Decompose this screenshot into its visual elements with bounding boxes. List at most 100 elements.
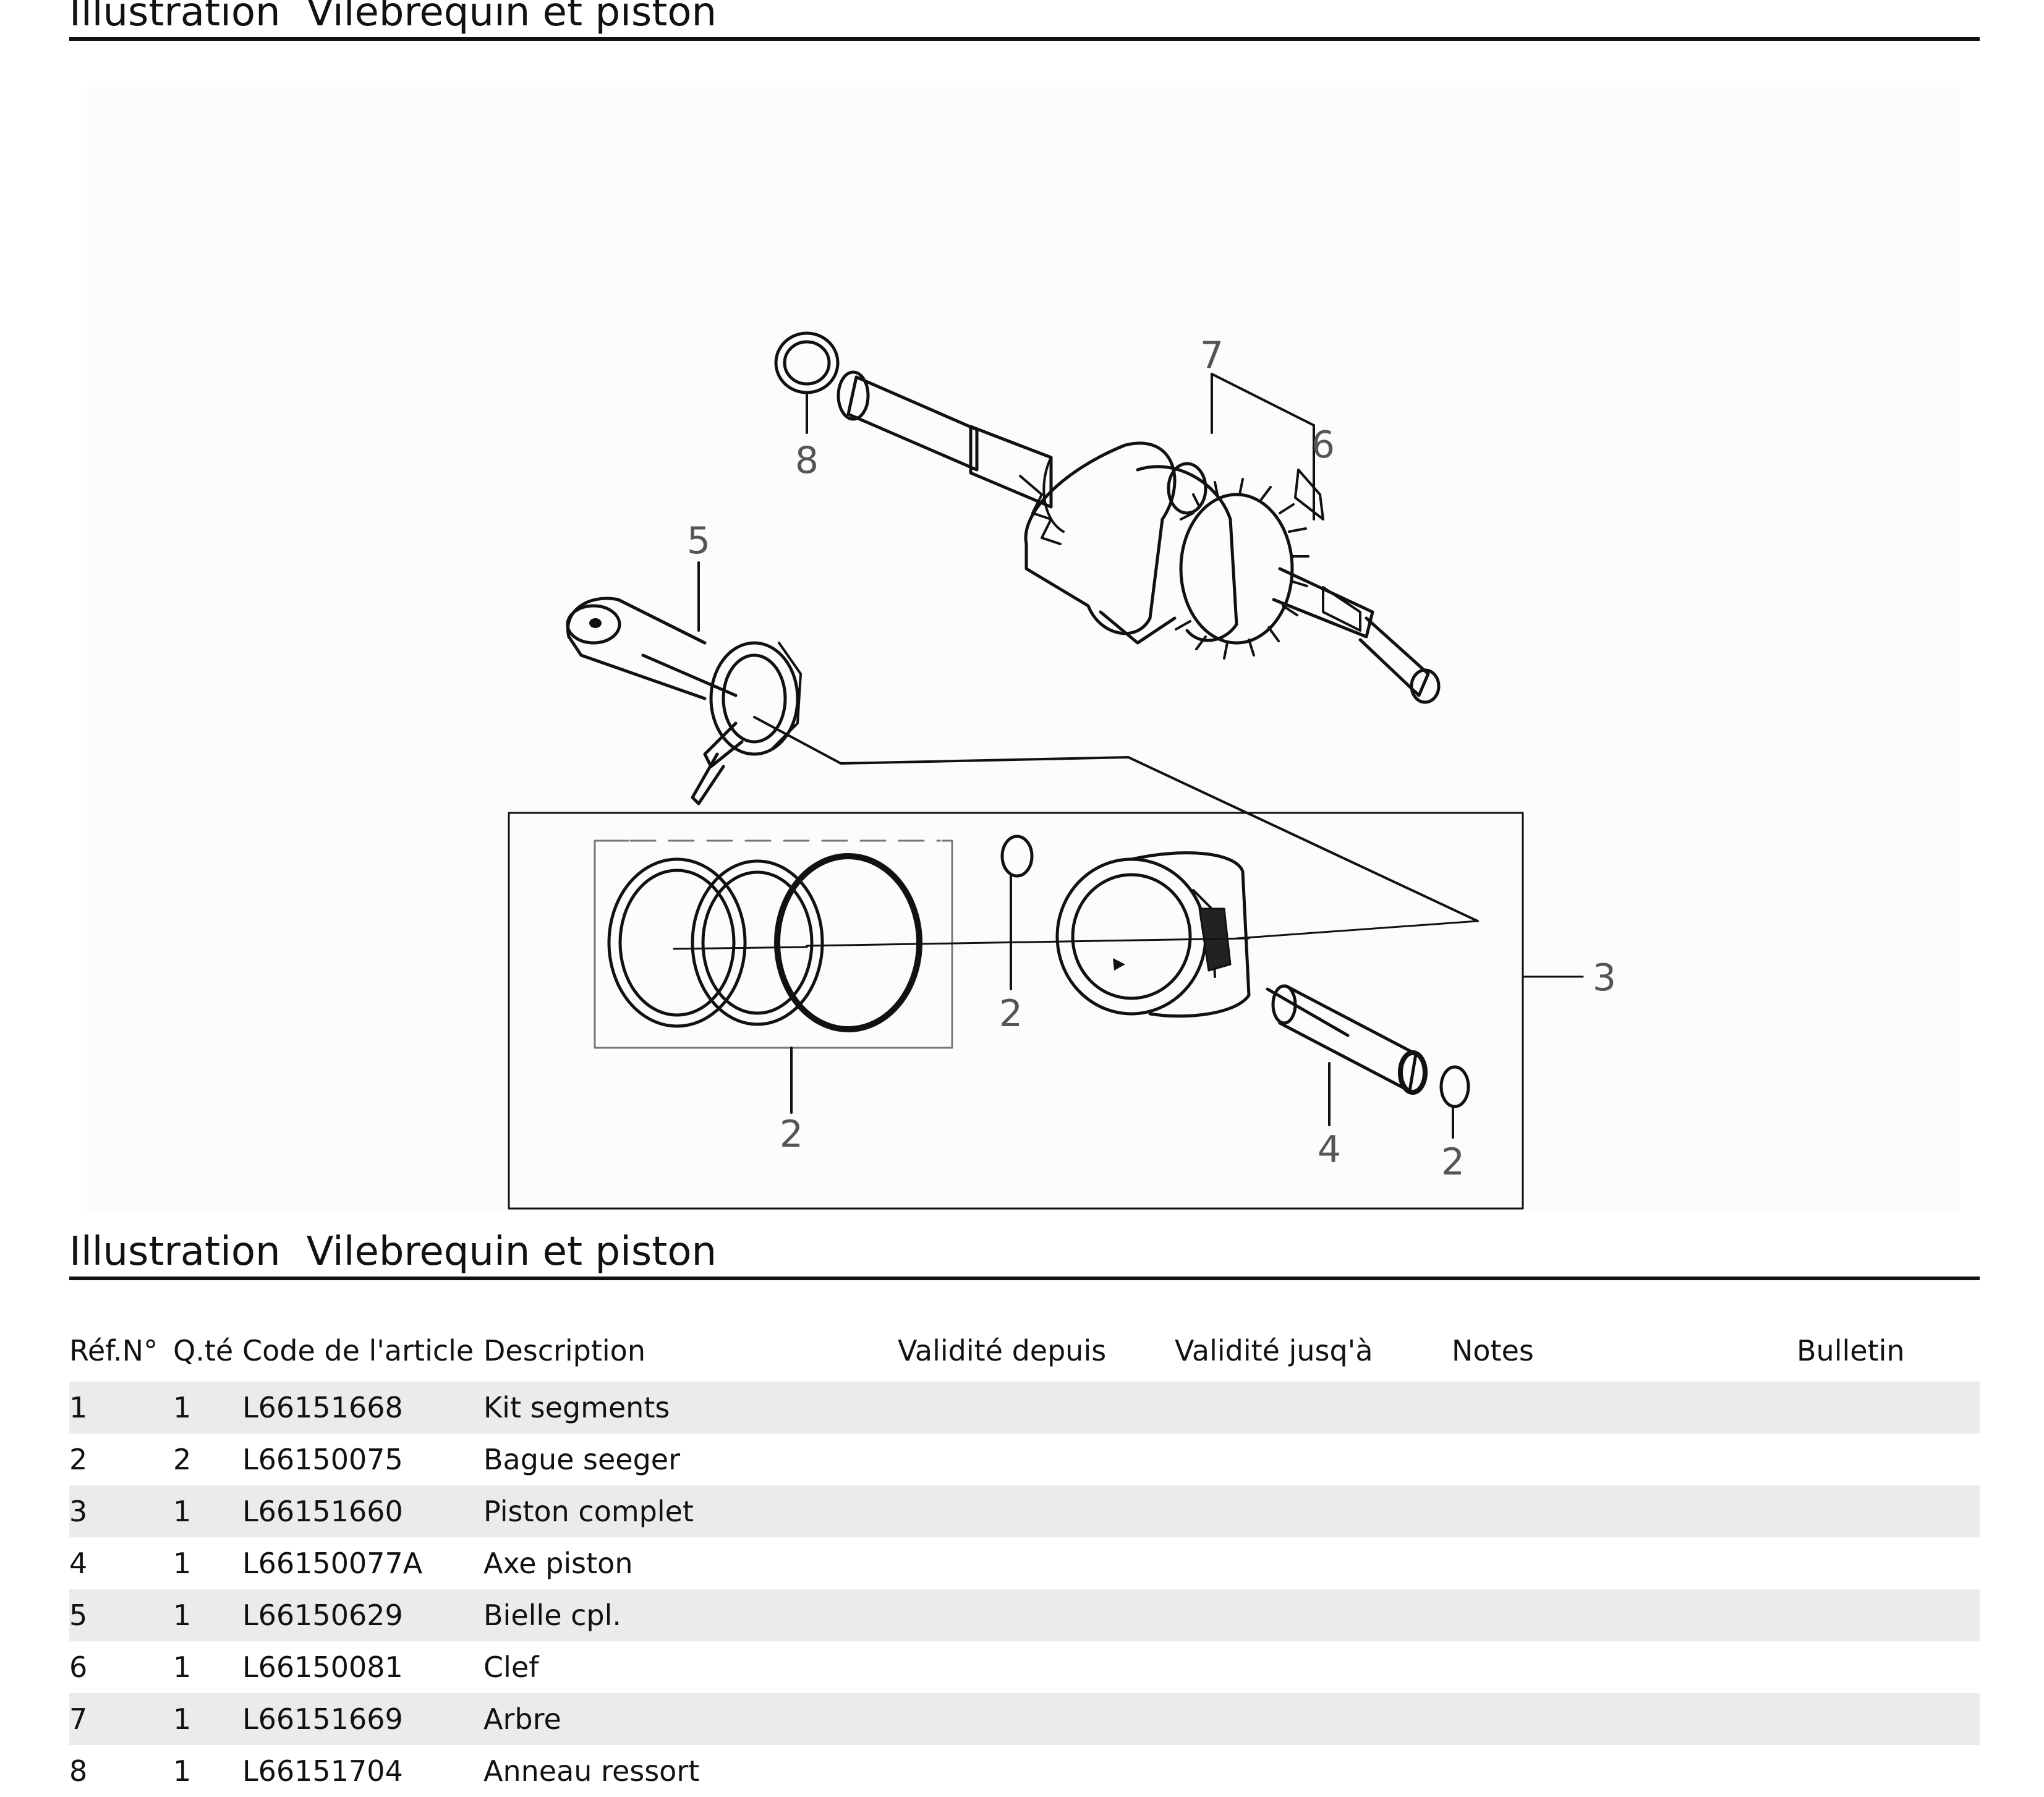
table-row: 6 1 L66150081 Clef (69, 1641, 1980, 1693)
part-1-ring-kit-drawing: 2 (594, 839, 953, 1156)
cell-description: Bielle cpl. (483, 1589, 898, 1641)
col-header-code: Code de l'article (242, 1334, 474, 1367)
cell-qty: 2 (173, 1443, 192, 1476)
cell-notes (1452, 1745, 1797, 1797)
callout-1: 2 (780, 1113, 803, 1156)
cell-valid-to (1175, 1745, 1452, 1797)
cell-ref: 3 (69, 1485, 173, 1537)
parts-table: Réf.N° Q.té Code de l'article Descriptio… (69, 1320, 1980, 1797)
cell-qty: 1 (173, 1485, 242, 1537)
parts-list-label: Illustration (69, 1229, 281, 1275)
cell-description: Anneau ressort (483, 1754, 700, 1788)
col-header-qty: Q.té (173, 1334, 234, 1367)
cell-valid-from (898, 1745, 1175, 1797)
cell-bulletin (1797, 1485, 1980, 1537)
cell-qty: 1 (173, 1754, 192, 1788)
table-row: 5 1 L66150629 Bielle cpl. (69, 1589, 1980, 1641)
cell-code: L66151668 (242, 1382, 483, 1434)
col-header-notes: Notes (1452, 1334, 1534, 1367)
cell-description: Piston complet (483, 1485, 898, 1537)
cell-valid-from (898, 1693, 1175, 1745)
illustration-header: Illustration Vilebrequin et piston (69, 0, 1980, 41)
cell-notes (1452, 1693, 1797, 1745)
callout-8: 8 (795, 439, 819, 482)
cell-notes (1452, 1641, 1797, 1693)
col-header-description: Description (483, 1334, 645, 1367)
part-7-crankshaft-drawing (837, 370, 1441, 704)
cell-bulletin (1797, 1382, 1980, 1434)
cell-ref: 4 (69, 1547, 88, 1580)
cell-notes (1452, 1485, 1797, 1537)
cell-bulletin (1797, 1537, 1980, 1589)
cell-valid-to (1175, 1693, 1452, 1745)
cell-qty: 1 (173, 1382, 242, 1434)
part-8-spring-ring-drawing: 8 (774, 331, 840, 482)
cell-notes (1452, 1434, 1797, 1485)
cell-qty: 1 (173, 1547, 192, 1580)
cell-bulletin (1797, 1434, 1980, 1485)
cell-description: Kit segments (483, 1382, 898, 1434)
cell-description: Axe piston (483, 1547, 633, 1580)
table-row: 7 1 L66151669 Arbre (69, 1693, 1980, 1745)
cell-code: L66150629 (242, 1589, 483, 1641)
cell-valid-from (898, 1434, 1175, 1485)
cell-bulletin (1797, 1693, 1980, 1745)
cell-qty: 1 (173, 1650, 192, 1684)
cell-code: L66150081 (242, 1650, 403, 1684)
parts-list-title: Vilebrequin et piston (306, 1229, 717, 1275)
table-row: 3 1 L66151660 Piston complet (69, 1485, 1980, 1537)
cell-valid-from (898, 1382, 1175, 1434)
callout-6: 6 (1311, 423, 1335, 467)
cell-notes (1452, 1382, 1797, 1434)
cell-qty: 1 (173, 1693, 242, 1745)
cell-valid-to (1175, 1382, 1452, 1434)
col-header-bulletin: Bulletin (1797, 1334, 1905, 1367)
cell-valid-from (898, 1537, 1175, 1589)
cell-ref: 6 (69, 1650, 88, 1684)
cell-description: Clef (483, 1650, 539, 1684)
cell-valid-to (1175, 1434, 1452, 1485)
cell-code: L66150075 (242, 1443, 403, 1476)
cell-valid-from (898, 1485, 1175, 1537)
cell-valid-to (1175, 1589, 1452, 1641)
callout-2-left: 2 (999, 992, 1023, 1035)
part-2-circlip-drawing: 2 2 (999, 835, 1470, 1184)
cell-valid-to (1175, 1485, 1452, 1537)
cell-valid-to (1175, 1641, 1452, 1693)
table-header-row: Réf.N° Q.té Code de l'article Descriptio… (69, 1320, 1980, 1382)
table-row: 2 2 L66150075 Bague seeger (69, 1434, 1980, 1485)
col-header-valid-from: Validité depuis (898, 1334, 1107, 1367)
cell-ref: 8 (69, 1754, 88, 1788)
cell-bulletin (1797, 1641, 1980, 1693)
cell-ref: 5 (69, 1589, 173, 1641)
cell-valid-from (898, 1641, 1175, 1693)
cell-code: L66150077A (242, 1547, 423, 1580)
piston-drawing (806, 851, 1479, 1018)
callout-7: 7 (1200, 334, 1224, 377)
callout-3: 3 (1593, 956, 1616, 1000)
callout-5: 5 (687, 519, 710, 563)
part-4-piston-pin-drawing: 4 (1266, 984, 1428, 1171)
table-row: 1 1 L66151668 Kit segments (69, 1382, 1980, 1434)
cell-code: L66151704 (242, 1754, 403, 1788)
table-row: 8 1 L66151704 Anneau ressort (69, 1745, 1980, 1797)
parts-list-header: Illustration Vilebrequin et piston (69, 1227, 1980, 1280)
cell-bulletin (1797, 1589, 1980, 1641)
cell-valid-to (1175, 1537, 1452, 1589)
cell-qty: 1 (173, 1589, 242, 1641)
illustration-label: Illustration (69, 0, 281, 35)
cell-ref: 7 (69, 1693, 173, 1745)
part-5-connecting-rod-drawing (566, 597, 802, 805)
callout-4: 4 (1318, 1128, 1341, 1171)
cell-code: L66151660 (242, 1485, 483, 1537)
cell-notes (1452, 1589, 1797, 1641)
cell-notes (1452, 1537, 1797, 1589)
illustration-title: Vilebrequin et piston (306, 0, 717, 35)
table-row: 4 1 L66150077A Axe piston (69, 1537, 1980, 1589)
cell-valid-from (898, 1589, 1175, 1641)
cell-code: L66151669 (242, 1693, 483, 1745)
cell-ref: 2 (69, 1443, 88, 1476)
col-header-valid-to: Validité jusq'à (1175, 1334, 1373, 1367)
exploded-parts-diagram: 8 7 6 (87, 87, 1960, 1212)
cell-ref: 1 (69, 1382, 173, 1434)
